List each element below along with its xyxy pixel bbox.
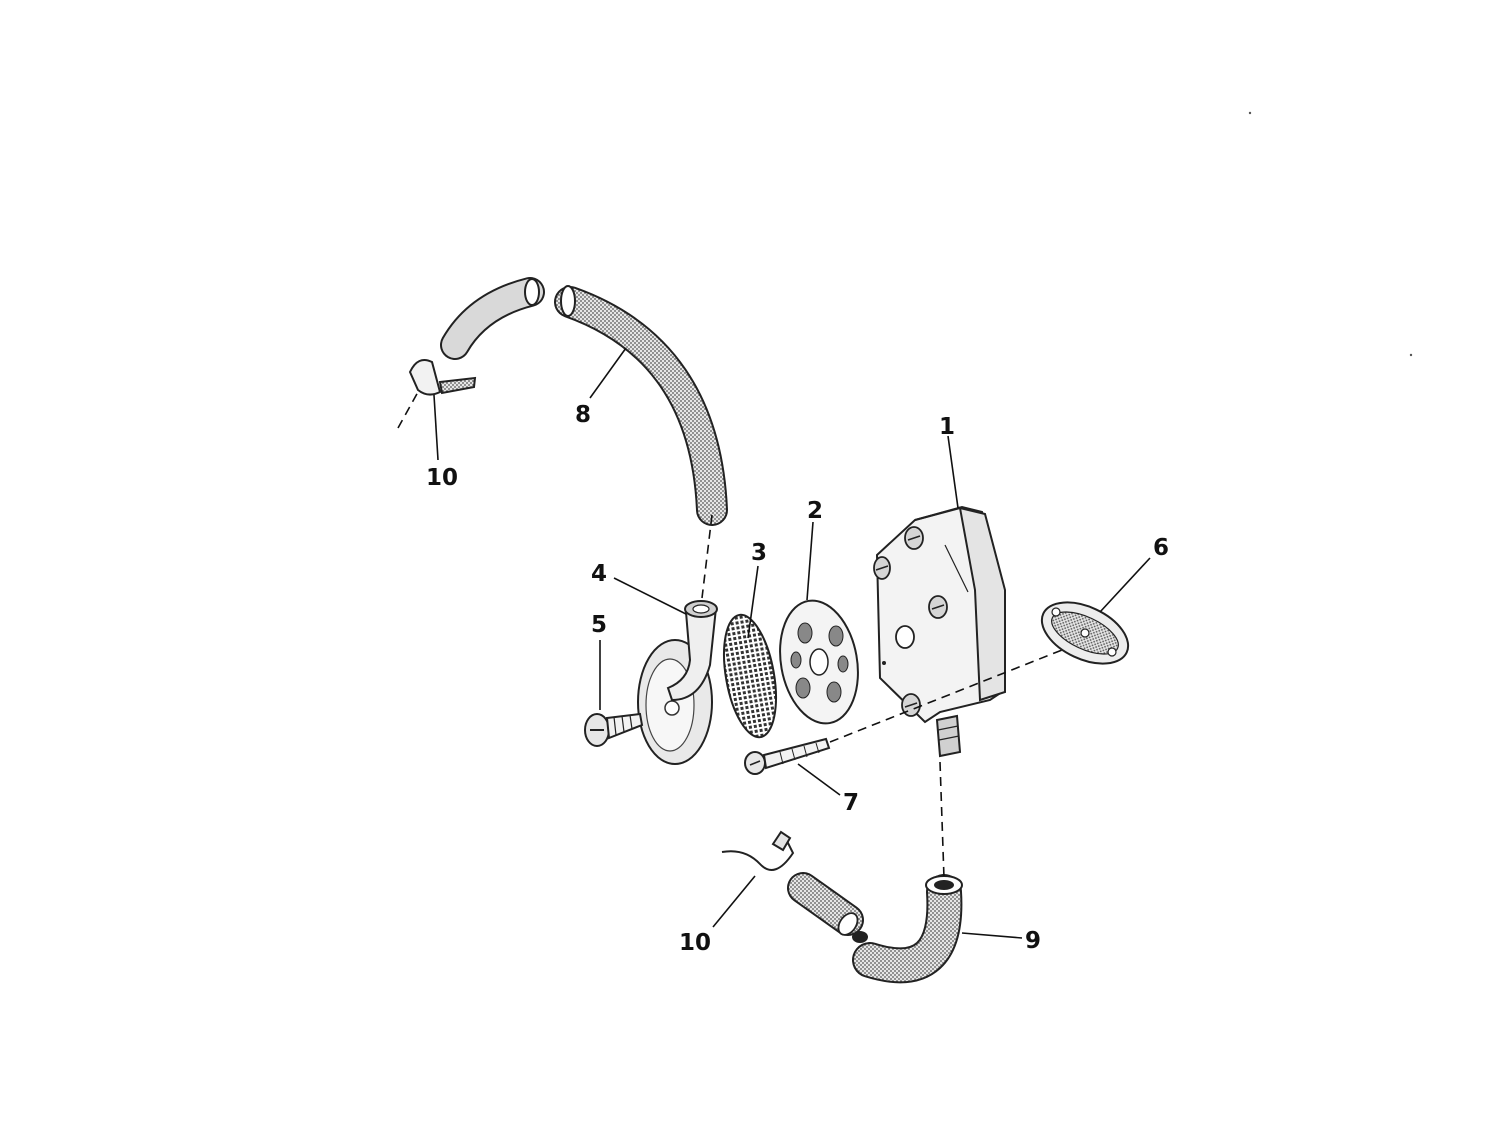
screw-5 <box>584 712 644 747</box>
callout-1: 1 <box>939 414 955 440</box>
callout-labels: 1 2 3 4 5 6 7 8 9 10 10 <box>426 402 1169 956</box>
callout-7: 7 <box>843 790 859 816</box>
gasket-6 <box>1040 601 1130 665</box>
scan-specks <box>1248 111 1413 357</box>
pump-cover-4 <box>637 600 718 765</box>
callout-6: 6 <box>1153 535 1169 561</box>
assembly-lines <box>701 514 1063 879</box>
callout-2: 2 <box>807 498 823 524</box>
hose-clamp-10-upper <box>397 359 477 429</box>
hose-8-upper <box>440 277 728 526</box>
screw-7 <box>744 737 831 775</box>
hose-9-lower <box>787 872 963 984</box>
callout-10-lower: 10 <box>679 930 711 956</box>
leader-lines <box>433 347 1151 939</box>
pump-body-1 <box>873 505 1007 758</box>
callout-10-upper: 10 <box>426 465 458 491</box>
hose-clamp-10-lower <box>721 830 795 871</box>
callout-8: 8 <box>575 402 591 428</box>
callout-4: 4 <box>591 561 607 587</box>
diaphragm-2 <box>779 599 859 725</box>
callout-3: 3 <box>751 540 767 566</box>
callout-5: 5 <box>591 612 607 638</box>
filter-screen-3 <box>723 613 777 739</box>
callout-9: 9 <box>1025 928 1041 954</box>
